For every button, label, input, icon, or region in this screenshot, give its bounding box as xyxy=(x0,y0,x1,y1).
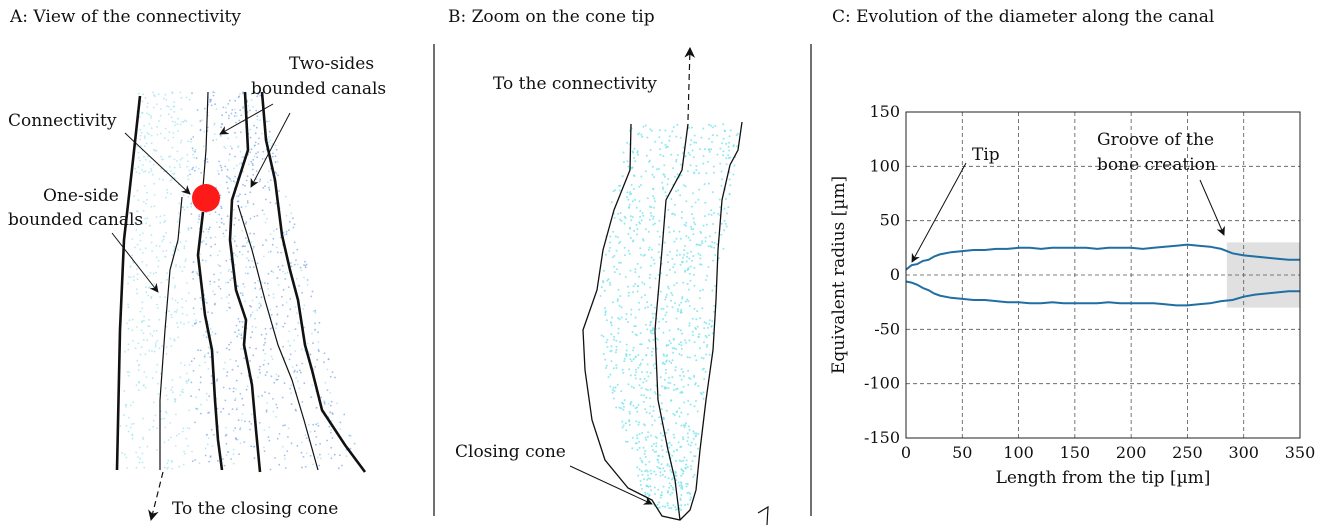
x-tick-label: 0 xyxy=(901,443,911,462)
series-upper-radius xyxy=(905,243,1300,271)
panel-b-inner-wall xyxy=(654,123,689,521)
panel-b-corner-mark xyxy=(757,505,769,526)
arrow-tip xyxy=(911,162,967,263)
arrow-closing-cone xyxy=(569,465,653,505)
y-tick-label: 150 xyxy=(869,102,900,121)
x-tick-label: 100 xyxy=(1003,443,1034,462)
arrow-groove xyxy=(1199,179,1225,236)
x-tick-label: 300 xyxy=(1228,443,1259,462)
panel-a-wall-two-sides-mid xyxy=(237,204,319,471)
label-one-side-line2: bounded canals xyxy=(8,210,143,230)
series-lower-radius xyxy=(905,280,1300,307)
x-tick-label: 200 xyxy=(1116,443,1147,462)
x-tick-label: 50 xyxy=(952,443,972,462)
x-tick-label: 150 xyxy=(1060,443,1091,462)
label-closing-cone: Closing cone xyxy=(455,442,566,462)
label-connectivity: Connectivity xyxy=(8,111,117,131)
plot-frame xyxy=(905,111,1301,439)
panel-a-wall-right-outer xyxy=(260,91,367,473)
panel-a: A: View of the connectivity Connectivity… xyxy=(8,7,386,522)
y-tick-label: -100 xyxy=(864,374,900,393)
panel-a-wall-two-sides-top xyxy=(201,91,209,201)
label-one-side-line1: One-side xyxy=(43,186,119,206)
arrow-to-closing-cone xyxy=(148,471,164,522)
x-tick-label: 350 xyxy=(1285,443,1316,462)
arrow-one-side xyxy=(111,232,159,293)
x-axis-label: Length from the tip [µm] xyxy=(996,468,1211,488)
connectivity-marker xyxy=(192,184,220,212)
y-tick-label: 100 xyxy=(869,156,900,175)
x-tick-label: 250 xyxy=(1172,443,1203,462)
panel-b-title: B: Zoom on the cone tip xyxy=(448,7,655,27)
label-two-sides-line1: Two-sides xyxy=(289,54,374,74)
panel-c: C: Evolution of the diameter along the c… xyxy=(829,7,1315,488)
arrow-to-connectivity xyxy=(684,46,696,121)
panel-c-title: C: Evolution of the diameter along the c… xyxy=(832,7,1214,27)
label-to-closing-cone: To the closing cone xyxy=(172,499,338,519)
panel-a-title: A: View of the connectivity xyxy=(9,7,241,27)
annotation-tip: Tip xyxy=(972,145,1000,165)
arrow-two-sides-right xyxy=(250,112,291,188)
panel-b: B: Zoom on the cone tip To the connectiv… xyxy=(448,7,769,526)
y-tick-label: 0 xyxy=(890,265,900,284)
panel-a-wall-one-side xyxy=(159,196,183,470)
y-tick-label: -50 xyxy=(874,319,900,338)
label-two-sides-line2: bounded canals xyxy=(251,79,386,99)
panel-a-wall-right-inner xyxy=(228,91,262,473)
panel-b-cone-outline xyxy=(582,121,743,521)
annotation-groove-line1: Groove of the xyxy=(1097,130,1214,150)
diameter-chart: 0 50 100 150 200 250 300 350 150 100 50 0 -50 -100 -15… xyxy=(829,102,1315,488)
arrow-two-sides-left xyxy=(219,103,274,135)
y-axis-label: Equivalent radius [µm] xyxy=(829,176,849,374)
label-to-connectivity: To the connectivity xyxy=(493,74,657,94)
annotation-groove-line2: bone creation xyxy=(1097,155,1216,175)
panel-a-wall-left xyxy=(115,95,142,471)
y-tick-label: -150 xyxy=(864,428,900,447)
arrow-connectivity xyxy=(124,132,191,195)
y-tick-label: 50 xyxy=(880,211,900,230)
panel-a-wall-center xyxy=(196,211,224,471)
